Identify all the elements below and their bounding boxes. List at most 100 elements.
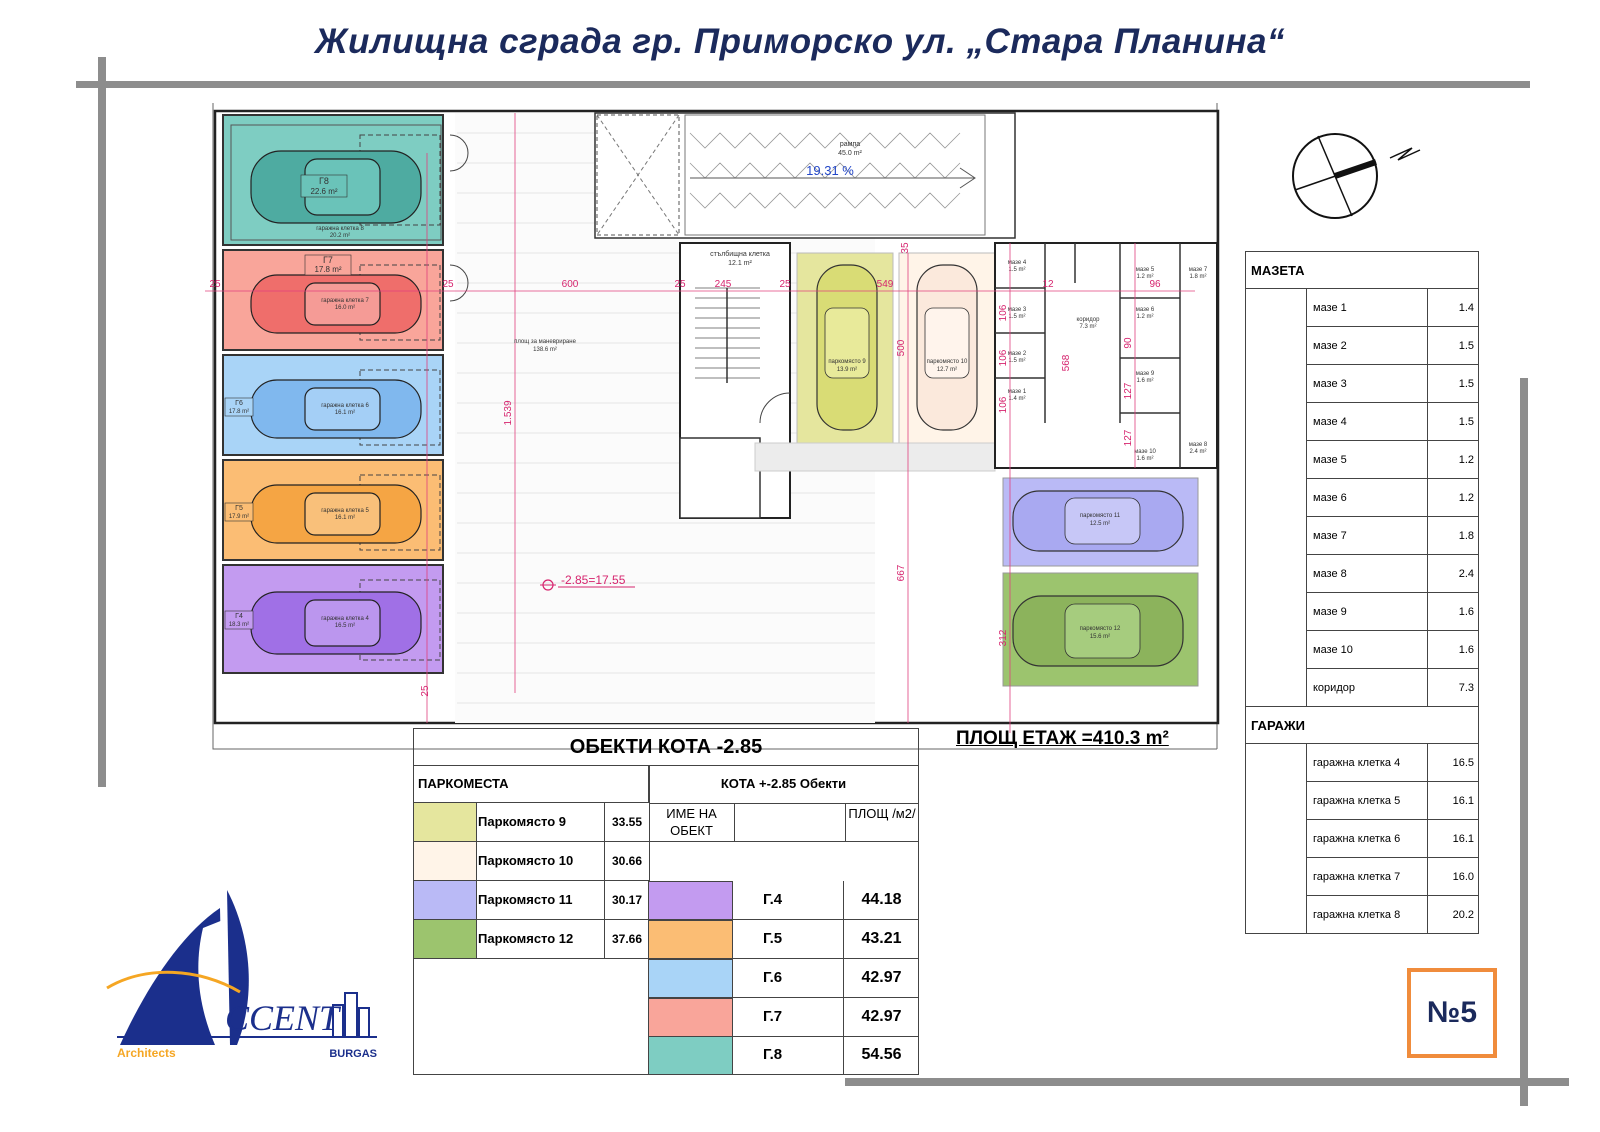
- spot-9-label: паркомясто 9: [828, 359, 866, 365]
- cellar-7-area: 1.8 m²: [1189, 274, 1206, 280]
- spot-10-area: 12.7 m²: [937, 367, 957, 373]
- dim-245: 245: [715, 279, 732, 290]
- swatch: [414, 842, 477, 880]
- objects-title: ОБЕКТИ КОТА -2.85: [414, 729, 918, 766]
- dim-25d: 25: [779, 279, 791, 290]
- cellar-6: мазе 6: [1136, 307, 1155, 313]
- swatch: [414, 881, 477, 919]
- garage-g6-id: Г6: [235, 400, 243, 407]
- dim-96: 96: [1149, 279, 1161, 290]
- garage-g4-id: Г4: [235, 613, 243, 620]
- spot-10-label: паркомясто 10: [927, 359, 968, 365]
- dim-500: 500: [896, 339, 907, 356]
- dim-667: 667: [896, 564, 907, 581]
- dim-127a: 127: [1123, 382, 1134, 399]
- level-mark: -2.85=17.55: [561, 573, 626, 587]
- swatch: [648, 959, 733, 998]
- floor-area: ПЛОЩ ЕТАЖ =410.3 m²: [956, 728, 1169, 749]
- cellar-4-area: 1.5 m²: [1008, 267, 1025, 273]
- garage-g7-cell: гаражна клетка 7: [321, 298, 369, 304]
- corridor-label: коридор: [1077, 317, 1101, 323]
- garage-g7-area: 17.8 m²: [314, 265, 341, 274]
- parking-spot-11: паркомясто 11 12.5 m²: [1002, 477, 1199, 567]
- left-rule: [98, 57, 106, 787]
- cellar-5: мазе 5: [1136, 267, 1155, 273]
- logo-sub-left: Architects: [117, 1046, 176, 1060]
- floor-plan: Г8 22.6 m² гаражна клетка 8 20.2 m² Г7 1…: [205, 103, 1220, 750]
- page-title: Жилищна сграда гр. Приморско ул. „Стара …: [315, 22, 1285, 61]
- dim-25e: 25: [420, 685, 431, 697]
- spot-11-label: паркомясто 11: [1080, 513, 1121, 519]
- table-row: Паркомясто 11 30.17: [414, 881, 649, 920]
- garage-g7-id: Г7: [323, 255, 333, 265]
- logo-sub-right: BURGAS: [329, 1048, 377, 1060]
- swatch: [648, 1036, 733, 1075]
- stairwell: стълбищна клетка 12.1 m²: [679, 242, 791, 519]
- dim-35: 35: [900, 242, 911, 254]
- corridor-area: 7.3 m²: [1079, 324, 1096, 330]
- dim-25a: 25: [209, 279, 221, 290]
- table-row: Г.8 54.56: [648, 1036, 918, 1075]
- dim-600: 600: [562, 279, 579, 290]
- dim-549: 549: [877, 279, 894, 290]
- maneuver-label: площ за маневриране: [514, 339, 576, 345]
- dim-106c: 106: [998, 396, 1009, 413]
- parking-spot-10: паркомясто 10 12.7 m²: [898, 252, 996, 444]
- cellar-8-area: 2.4 m²: [1189, 449, 1206, 455]
- dim-90: 90: [1123, 337, 1134, 349]
- dim-127b: 127: [1123, 429, 1134, 446]
- garage-g5-area: 17.9 m²: [229, 514, 249, 520]
- spot-9-area: 13.9 m²: [837, 367, 857, 373]
- garage-g6-cell-area: 16.1 m²: [335, 410, 355, 416]
- table-row: Паркомясто 12 37.66: [414, 920, 649, 959]
- cellar-10-area: 1.6 m²: [1136, 456, 1153, 462]
- company-logo: CCENT Architects BURGAS: [106, 890, 377, 1060]
- swatch: [414, 920, 477, 958]
- spot-12-label: паркомясто 12: [1080, 626, 1121, 632]
- garage-g4-cell: гаражна клетка 4: [321, 616, 369, 622]
- col-area-header: ПЛОЩ /м2/: [845, 803, 918, 841]
- garage-g4-cell-area: 16.5 m²: [335, 623, 355, 629]
- dim-106b: 106: [998, 349, 1009, 366]
- parking-header: ПАРКОМЕСТА: [414, 765, 649, 803]
- cellar-1-area: 1.4 m²: [1008, 396, 1025, 402]
- objects-header: КОТА +-2.85 Обекти: [649, 765, 918, 804]
- cellar-8: мазе 8: [1189, 442, 1208, 448]
- car-icon: [250, 150, 422, 655]
- swatch: [648, 998, 733, 1037]
- parking-spot-9: паркомясто 9 13.9 m²: [796, 252, 894, 444]
- garage-g6-cell: гаражна клетка 6: [321, 403, 369, 409]
- garage-g4-area: 18.3 m²: [229, 622, 249, 628]
- objects-table: ОБЕКТИ КОТА -2.85 ПАРКОМЕСТА КОТА +-2.85…: [413, 728, 919, 1075]
- spot-11-area: 12.5 m²: [1090, 521, 1110, 527]
- ramp-label: рампа: [840, 141, 860, 148]
- garage-g7-cell-area: 16.0 m²: [335, 305, 355, 311]
- stair-area: 12.1 m²: [728, 260, 752, 267]
- garage-g8-cell-area: 20.2 m²: [330, 233, 350, 239]
- cellar-1: мазе 1: [1008, 389, 1027, 395]
- table-row: Паркомясто 10 30.66: [414, 842, 649, 881]
- cellar-4: мазе 4: [1008, 260, 1027, 266]
- ramp-slope: 19.31 %: [806, 163, 854, 178]
- dim-1539: 1.539: [503, 400, 514, 425]
- garage-g5-cell-area: 16.1 m²: [335, 515, 355, 521]
- cellar-3-area: 1.5 m²: [1008, 314, 1025, 320]
- swatch: [648, 881, 733, 920]
- table-row: Г.7 42.97: [648, 998, 918, 1037]
- table-row: Г.4 44.18: [648, 881, 918, 920]
- garage-g8-id: Г8: [319, 176, 329, 186]
- top-rule: [76, 81, 1530, 88]
- ramp: рампа 45.0 m² 19.31 %: [594, 112, 1016, 239]
- cellars-header: МАЗЕТА: [1245, 251, 1479, 289]
- swatch: [648, 920, 733, 959]
- cellar-2: мазе 2: [1008, 351, 1027, 357]
- col-name-header: ИМЕ НА ОБЕКТ: [649, 803, 735, 841]
- cellar-9-area: 1.6 m²: [1136, 378, 1153, 384]
